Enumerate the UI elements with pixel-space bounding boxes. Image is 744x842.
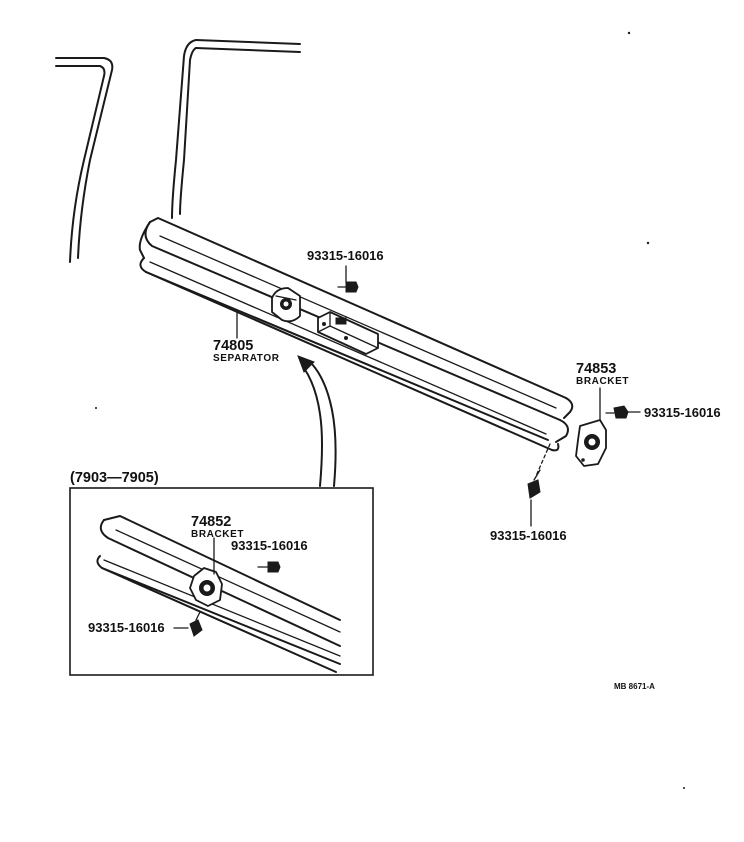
reference-code: MB 8671-A bbox=[614, 682, 655, 691]
inset-bracket bbox=[189, 567, 223, 607]
screw-bottom bbox=[527, 443, 551, 499]
scan-dot bbox=[646, 241, 650, 245]
label-separator-number: 74805 bbox=[213, 338, 253, 354]
screw-top bbox=[337, 281, 359, 293]
scan-dot bbox=[627, 31, 631, 35]
separator-clip bbox=[317, 311, 379, 355]
scan-dot bbox=[95, 407, 97, 409]
inset-box bbox=[69, 487, 374, 676]
label-screw-right: 93315-16016 bbox=[644, 405, 721, 420]
separator-rail bbox=[138, 217, 574, 452]
label-inset-bracket-name: BRACKET bbox=[191, 529, 244, 540]
label-inset-screw-lower: 93315-16016 bbox=[88, 620, 165, 635]
label-separator-name: SEPARATOR bbox=[213, 353, 280, 364]
label-screw-top: 93315-16016 bbox=[307, 248, 384, 263]
label-inset-bracket-number: 74852 bbox=[191, 514, 231, 530]
label-bracket-right-number: 74853 bbox=[576, 361, 616, 377]
center-bracket bbox=[271, 287, 301, 323]
door-frame-outline bbox=[55, 39, 301, 263]
end-bracket-right bbox=[575, 419, 607, 467]
screw-right bbox=[605, 405, 641, 419]
inset-pointer-arrow bbox=[297, 355, 337, 487]
label-inset-screw-upper: 93315-16016 bbox=[231, 538, 308, 553]
inset-rail bbox=[96, 515, 341, 673]
label-bracket-right-name: BRACKET bbox=[576, 376, 629, 387]
label-screw-bottom: 93315-16016 bbox=[490, 528, 567, 543]
scan-dot bbox=[683, 787, 685, 789]
label-inset-period: (7903—7905) bbox=[70, 470, 159, 486]
inset-screw-upper bbox=[257, 561, 281, 573]
inset-screw-lower bbox=[189, 611, 203, 637]
